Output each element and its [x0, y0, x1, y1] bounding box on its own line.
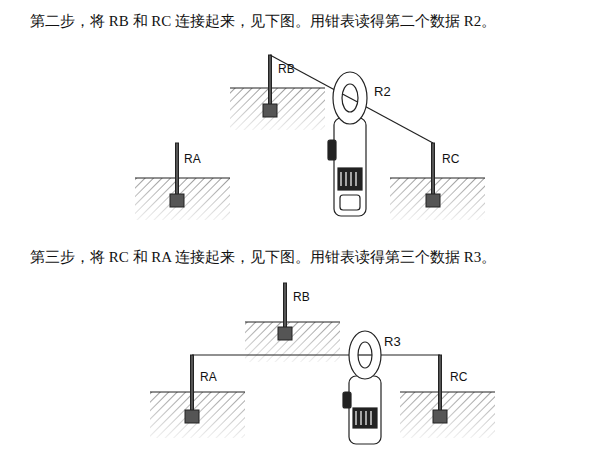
ground-rod	[263, 55, 277, 117]
rod-label: RA	[200, 370, 217, 384]
ground	[135, 178, 230, 220]
ground-rod	[433, 355, 447, 423]
ground-rod	[170, 143, 184, 207]
ground	[400, 392, 495, 438]
wire	[342, 94, 358, 103]
clamp-meter	[328, 72, 367, 216]
step-text: 第三步，将 RC 和 RA 连接起来，见下图。用钳表读得第三个数据 R3。	[30, 248, 496, 266]
rod-label: RC	[442, 152, 459, 166]
rod-label: RB	[278, 62, 295, 76]
wire	[192, 354, 440, 355]
ground-rod	[185, 355, 199, 423]
meter-label: R2	[374, 84, 391, 100]
ground	[390, 178, 485, 220]
ground	[245, 322, 340, 362]
rod-label: RA	[184, 152, 201, 166]
wire	[358, 354, 372, 355]
meter-label: R3	[384, 334, 401, 350]
ground	[150, 392, 245, 438]
rod-label: RC	[450, 370, 467, 384]
clamp-meter	[343, 331, 381, 444]
step-text: 第二步，将 RB 和 RC 连接起来，见下图。用钳表读得第二个数据 R2。	[30, 12, 496, 30]
ground-rod	[278, 283, 292, 340]
rod-label: RB	[293, 290, 310, 304]
ground	[230, 88, 325, 130]
ground-rod	[426, 143, 440, 207]
